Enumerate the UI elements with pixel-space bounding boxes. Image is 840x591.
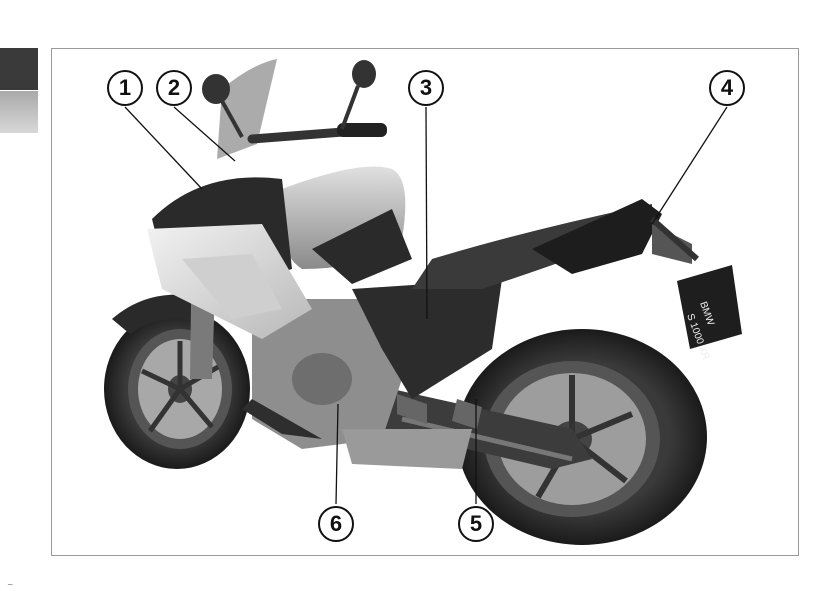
motorcycle-illustration: BMW S 1000 XR xyxy=(52,49,799,556)
callout-5: 5 xyxy=(458,506,494,542)
callout-1: 1 xyxy=(107,70,143,106)
callout-6: 6 xyxy=(318,506,354,542)
chapter-tab-shade xyxy=(0,91,38,133)
callout-4: 4 xyxy=(709,70,745,106)
callout-2: 2 xyxy=(156,70,192,106)
callout-3: 3 xyxy=(408,70,444,106)
chapter-tab xyxy=(0,48,38,90)
motorcycle-illustration-frame: BMW S 1000 XR 1 2 3 4 5 6 xyxy=(51,48,799,556)
page-mark: _ xyxy=(8,576,12,585)
tail-section xyxy=(412,199,692,289)
